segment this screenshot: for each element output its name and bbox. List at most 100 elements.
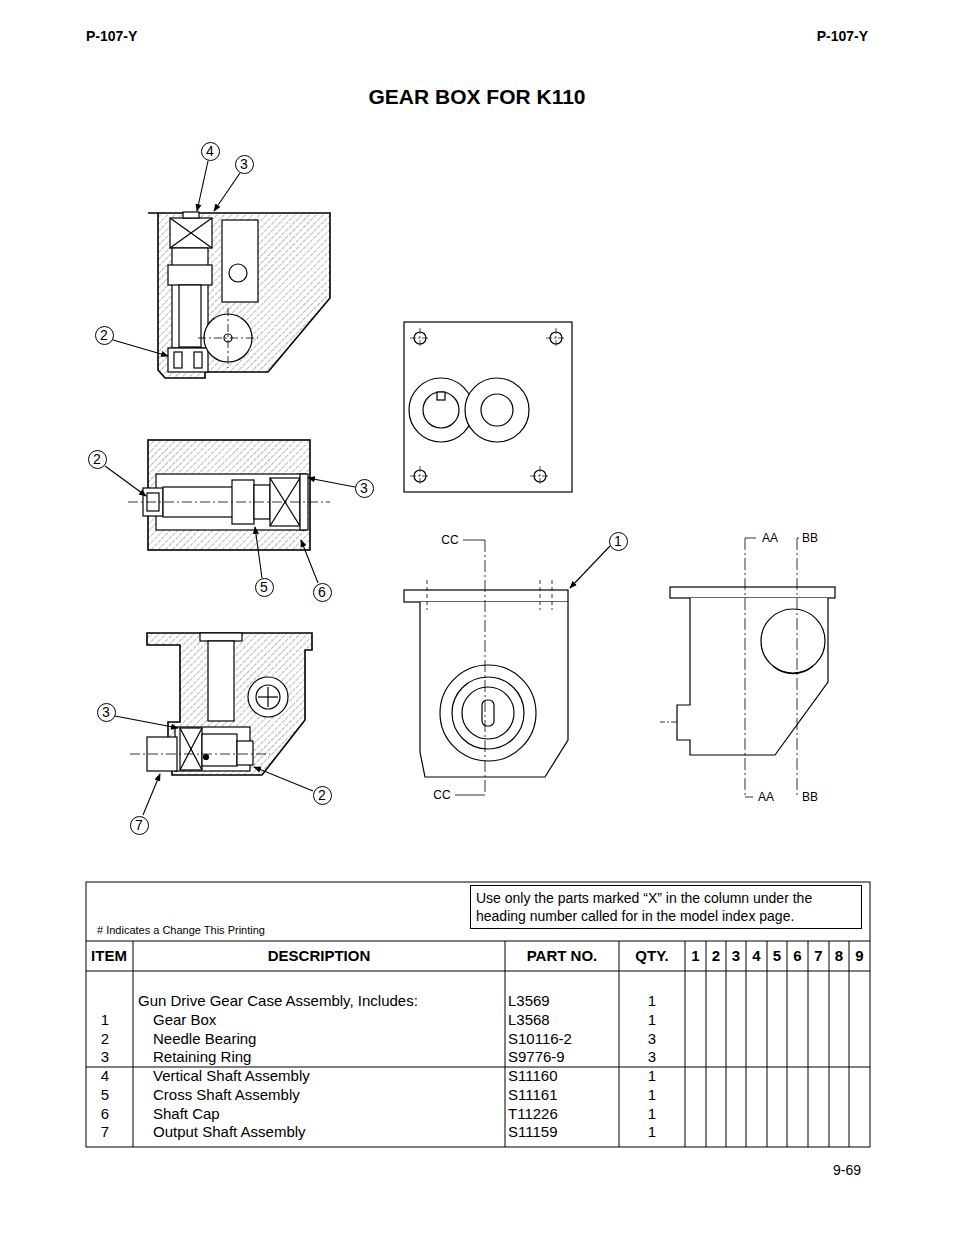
- section-mark: AA: [758, 789, 774, 805]
- top-section-view-part: [172, 248, 208, 348]
- leader-line-part: [254, 767, 313, 791]
- top-section-view-part: [174, 352, 182, 368]
- callout-number: 2: [88, 450, 107, 469]
- callout-text: 7: [135, 818, 143, 832]
- table-cell: 1: [648, 1068, 656, 1084]
- leader-line-part: [570, 546, 610, 588]
- column-header: 6: [793, 948, 801, 964]
- parts-table-part: [767, 941, 768, 1147]
- side-view-part: [761, 609, 825, 673]
- table-cell: S11160: [508, 1068, 558, 1084]
- table-cell: Retaining Ring: [153, 1049, 251, 1065]
- top-section-view-part: [170, 218, 212, 248]
- cross-section-view-part: [148, 440, 310, 550]
- top-section-view-part: [194, 352, 202, 368]
- side-view-part-part: [745, 538, 746, 797]
- front-view-part-part: [463, 540, 485, 541]
- parts-table: [86, 882, 870, 1147]
- plate-view-part: [465, 378, 529, 442]
- callout-number: 6: [313, 583, 332, 602]
- top-section-view-part: [148, 213, 330, 378]
- top-section-view-part: [170, 218, 212, 248]
- notice-box: Use only the parts marked “X” in the col…: [470, 885, 862, 929]
- callout-text: 3: [102, 705, 110, 719]
- leader-line-part: [115, 716, 178, 728]
- table-cell: 1: [648, 1124, 656, 1140]
- parts-table-part: [706, 941, 707, 1147]
- top-section-view-part: [168, 265, 212, 285]
- column-header: 5: [773, 948, 781, 964]
- callout-text: 1: [614, 534, 622, 548]
- side-view-part: [677, 598, 828, 755]
- leader-line: [105, 466, 355, 583]
- top-section-view-part: [204, 314, 252, 362]
- plate-view-part: [437, 392, 445, 400]
- page-code: P-107-Y: [817, 28, 868, 44]
- section-mark: CC: [433, 787, 450, 803]
- top-section-view-part: [222, 220, 258, 302]
- plate-view-part: [409, 378, 473, 442]
- front-view-part-part: [485, 540, 486, 795]
- output-section-view-part: [256, 685, 280, 709]
- output-section-view-part: [208, 641, 234, 721]
- parts-table-part: [746, 941, 747, 1147]
- table-cell: Cross Shaft Assembly: [153, 1087, 300, 1103]
- front-view-part: [455, 540, 485, 795]
- column-header: 9: [855, 948, 863, 964]
- plate-view: [404, 322, 572, 492]
- output-section-view-part: [237, 741, 253, 765]
- parts-table-part: [726, 941, 727, 1147]
- parts-table-part: [86, 971, 870, 972]
- section-mark: BB: [802, 789, 818, 805]
- page-number: 9-69: [833, 1162, 861, 1178]
- column-header: 2: [712, 948, 720, 964]
- column-header: 4: [752, 948, 760, 964]
- front-view-part: [427, 580, 428, 610]
- top-section-view: [148, 212, 330, 378]
- column-header: DESCRIPTION: [268, 948, 371, 964]
- callout-text: 2: [318, 788, 326, 802]
- parts-table-part: [86, 941, 870, 942]
- cross-section-view: [128, 440, 330, 550]
- leader-line-part: [197, 161, 208, 211]
- output-section-view-part: [180, 728, 202, 770]
- table-cell: Gun Drive Gear Case Assembly, Includes:: [138, 993, 418, 1009]
- plate-view-part-part: [540, 466, 541, 486]
- plate-view-part-part: [420, 466, 421, 486]
- front-view-part: [452, 677, 524, 749]
- leader-line-part: [105, 466, 146, 496]
- front-view-part: [540, 580, 541, 610]
- section-mark: CC: [441, 532, 458, 548]
- output-section-view-part: [204, 755, 209, 760]
- callout-text: 5: [260, 580, 268, 594]
- output-section-view-part: [202, 734, 237, 766]
- output-section-view-part: [180, 728, 202, 770]
- table-cell: 3: [648, 1031, 656, 1047]
- table-cell: Needle Bearing: [153, 1031, 256, 1047]
- plate-view-part: [404, 322, 572, 492]
- table-cell: 4: [101, 1068, 109, 1084]
- top-section-view-part: [198, 338, 258, 339]
- side-view-part-part: [797, 538, 799, 539]
- page-code: P-107-Y: [86, 28, 137, 44]
- section-mark: BB: [802, 530, 818, 546]
- callout-text: 3: [360, 481, 368, 495]
- table-cell: Shaft Cap: [153, 1106, 220, 1122]
- leader-line-part: [113, 340, 168, 356]
- table-cell: 1: [648, 993, 656, 1009]
- column-header: 1: [691, 948, 699, 964]
- column-header: 3: [732, 948, 740, 964]
- parts-table-part: [849, 941, 850, 1147]
- output-section-view-part: [248, 677, 288, 717]
- callout-number: 5: [255, 578, 274, 597]
- front-view-part: [404, 590, 568, 602]
- column-header: ITEM: [91, 948, 127, 964]
- notice-text: Use only the parts marked “X” in the col…: [476, 889, 856, 925]
- parts-table-part: [787, 941, 788, 1147]
- leader-line-part: [255, 527, 262, 578]
- page-title: GEAR BOX FOR K110: [368, 85, 585, 109]
- callout-number: 4: [201, 142, 220, 161]
- table-cell: S11159: [508, 1124, 558, 1140]
- column-header: 7: [814, 948, 822, 964]
